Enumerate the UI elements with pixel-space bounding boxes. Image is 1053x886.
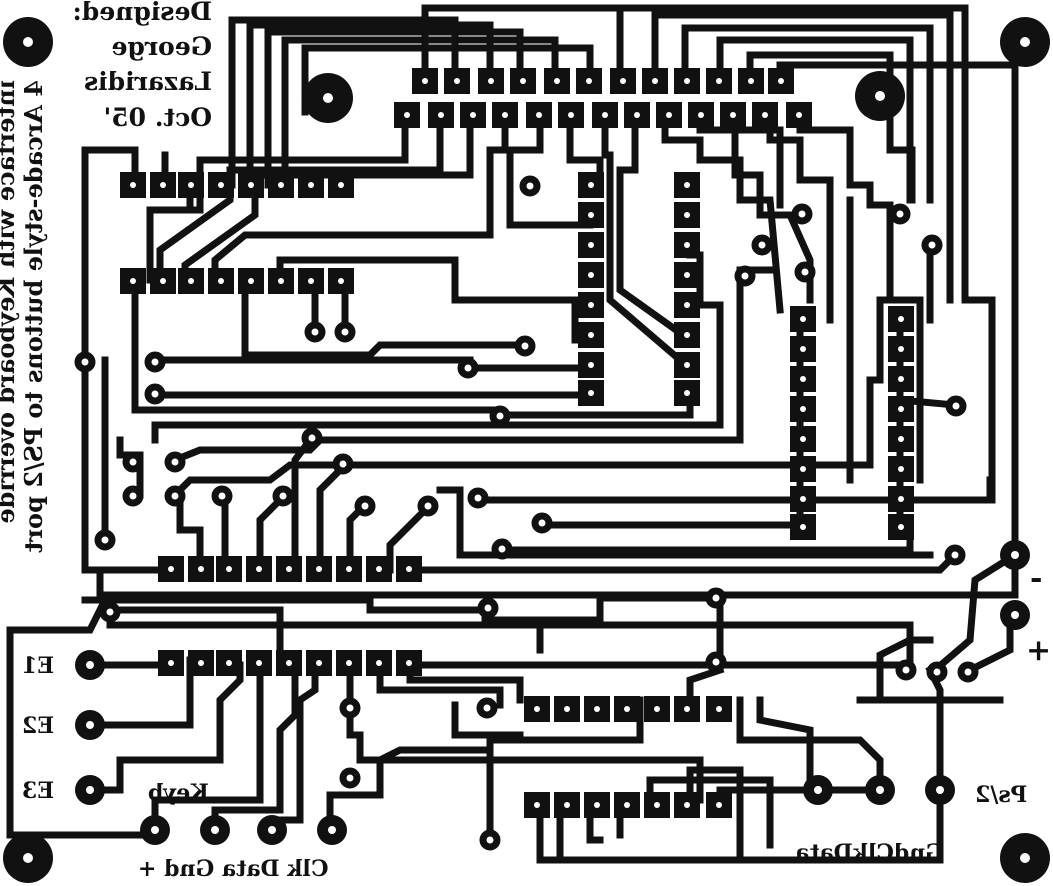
label-e2: E2 (22, 713, 54, 739)
center-column-right (674, 172, 700, 406)
pad-drill-holes (130, 78, 904, 808)
designer-line-2: George (112, 32, 213, 61)
lower-chip-row (158, 650, 422, 676)
label-e3: E3 (22, 778, 54, 804)
designer-line-3: Lazaridis (84, 67, 212, 96)
label-gnd-clk-data: GndClkData (795, 840, 944, 866)
top-connector-row-a (412, 68, 794, 94)
copper-traces (6, 4, 1020, 864)
connector-labels: E1 E2 E3 Keyb Clk Data Gnd + GndClkData … (22, 561, 1051, 882)
vertical-side-note: interface with Keyboard override 4 Arcad… (0, 80, 48, 553)
side-note-line-2: 4 Arcade-style buttons to PS/2 port (19, 80, 48, 553)
designer-line-1: Designed: (73, 0, 212, 26)
top-connector-row-b (394, 102, 812, 128)
label-keyb: Keyb (148, 780, 209, 806)
left-chip-bottom-row (120, 268, 354, 294)
label-plus: + (1026, 633, 1051, 668)
label-e1: E1 (22, 653, 54, 679)
large-pads (75, 540, 1030, 845)
left-chip-top-row (120, 172, 354, 198)
mounting-holes (3, 17, 1050, 883)
center-column-left (578, 172, 604, 406)
label-minus: - (1030, 561, 1042, 596)
designer-line-4: Oct. 05' (104, 103, 212, 132)
small-vias (74, 175, 979, 851)
label-clk-data-gnd-plus: Clk Data Gnd + (138, 856, 328, 882)
label-ps2: Ps/2 (975, 782, 1027, 808)
designer-credit: Designed: George Lazaridis Oct. 05' (73, 0, 212, 132)
side-note-line-1: interface with Keyboard override (0, 80, 20, 524)
